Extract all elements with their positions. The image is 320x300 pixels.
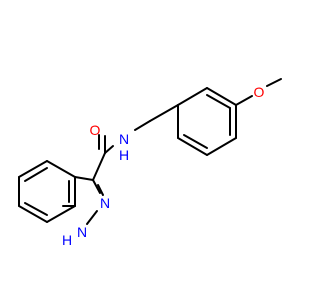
carbonyl-oxygen-label: O <box>90 122 101 138</box>
indazole-benzo-ring <box>18 160 76 223</box>
molecule-structure-diagram: O O N H N N H <box>18 78 282 248</box>
bond-o-aryl <box>235 95 253 106</box>
ring-nitrogen-n1-label: N <box>77 224 87 240</box>
amide-hydrogen-label: H <box>119 147 129 163</box>
bond-ch2-n <box>134 120 151 131</box>
bond-n-carbonyl <box>104 145 114 154</box>
amide-linker <box>92 104 179 181</box>
methoxyphenyl-ring <box>177 87 237 156</box>
bond-aryl-ch2 <box>149 104 179 122</box>
ring-nitrogen-n2-label: N <box>100 195 110 211</box>
indazole-pyrazole-ring <box>62 176 104 225</box>
bond-carbonyl-c3 <box>92 152 106 181</box>
bond-methyl-o <box>266 78 282 87</box>
ring-hydrogen-label: H <box>62 232 72 248</box>
methoxy-group <box>235 78 282 106</box>
amide-nitrogen-label: N <box>119 131 129 147</box>
methoxy-oxygen-label: O <box>254 84 265 100</box>
